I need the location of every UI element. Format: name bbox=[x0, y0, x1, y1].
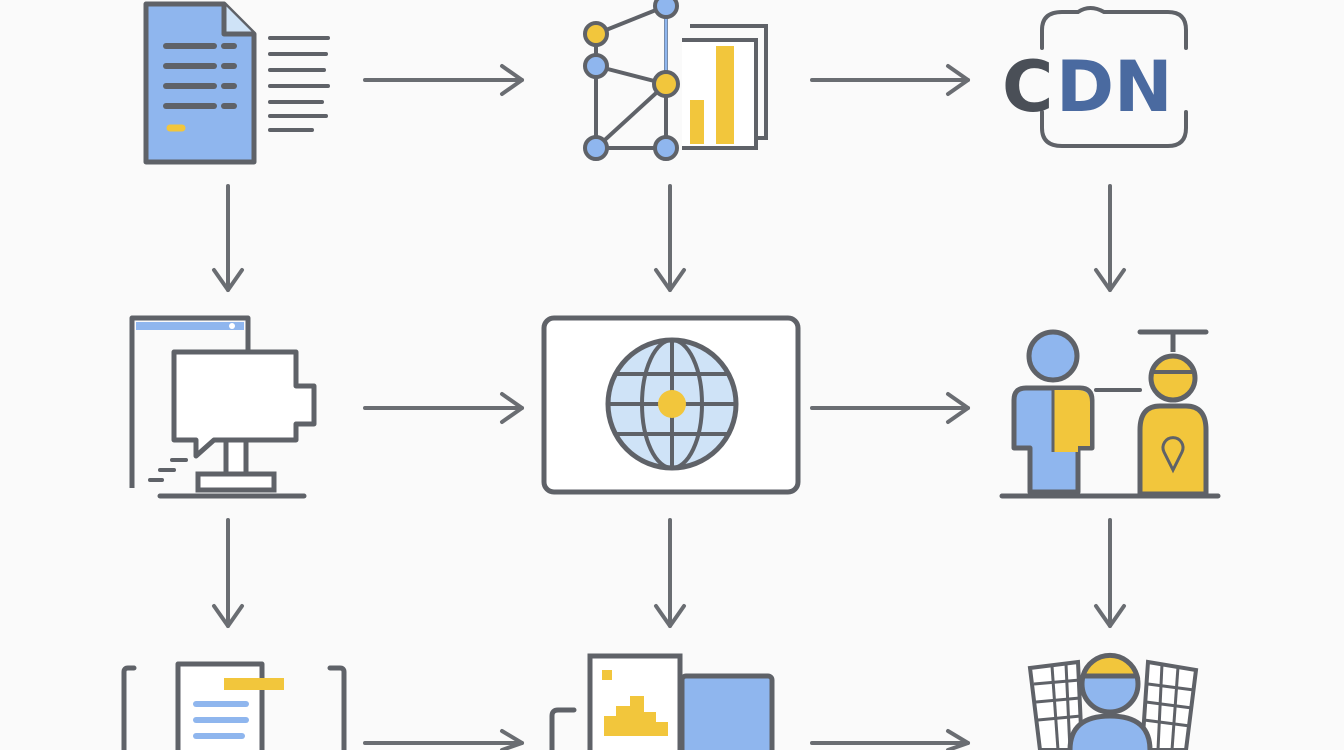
arrow-document-to-network-chart bbox=[363, 64, 524, 96]
cdn-letter-c: C bbox=[1002, 46, 1053, 128]
globe-screen-icon bbox=[541, 315, 801, 495]
arrow-users-to-user-grid bbox=[1094, 518, 1126, 628]
arrow-network-chart-to-globe-screen bbox=[654, 184, 686, 292]
arrow-monitor-chat-to-globe-screen bbox=[363, 392, 524, 424]
arrows bbox=[212, 64, 1126, 750]
arrow-cdn-to-users bbox=[1094, 184, 1126, 292]
arrow-monitor-chat-to-doc-list bbox=[212, 518, 244, 628]
image-files-icon bbox=[549, 653, 775, 750]
monitor-chat-icon bbox=[129, 315, 317, 499]
arrow-doc-list-to-image-files bbox=[363, 729, 524, 750]
user-grid-icon bbox=[1027, 652, 1199, 750]
network-chart-icon bbox=[583, 0, 768, 161]
arrow-image-files-to-user-grid bbox=[810, 729, 970, 750]
arrow-network-chart-to-cdn bbox=[810, 64, 970, 96]
users-icon bbox=[999, 329, 1221, 499]
cdn-cloud-icon: C D N bbox=[1002, 6, 1188, 148]
cdn-letter-n: N bbox=[1114, 46, 1173, 128]
cdn-letter-d: D bbox=[1056, 46, 1114, 128]
arrow-document-to-monitor-chat bbox=[212, 184, 244, 292]
document-icon bbox=[143, 1, 330, 165]
arrow-globe-screen-to-image-files bbox=[654, 518, 686, 628]
document-list-icon bbox=[121, 661, 347, 750]
arrow-globe-screen-to-users bbox=[810, 392, 970, 424]
